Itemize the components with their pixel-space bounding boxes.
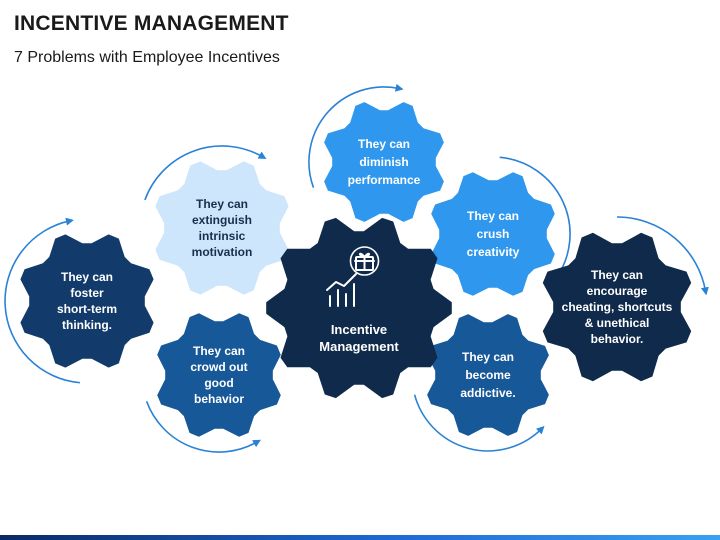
problem-gear-intrinsic-shape <box>155 161 289 295</box>
problem-gear-intrinsic-label-line: extinguish <box>192 213 252 227</box>
arrow-arc-diminish <box>308 83 404 188</box>
problem-gear-cheating-shape <box>542 232 692 382</box>
problem-gear-crowd-out-label-line: They can <box>193 344 245 358</box>
problem-gear-short-term-shape <box>20 234 154 368</box>
problem-gear-addictive-label-line: They can <box>462 350 514 364</box>
problem-gear-crowd-out-label-line: good <box>204 376 233 390</box>
arrow-arc-creativity <box>499 156 571 282</box>
center-gear-shape <box>266 217 452 399</box>
problem-gear-creativity-label-line: creativity <box>467 245 520 259</box>
problem-gear-diminish-label-line: performance <box>348 173 421 187</box>
arrow-arc-cheating <box>616 216 709 296</box>
problem-gear-creativity-label-line: crush <box>477 227 510 241</box>
problem-gear-cheating-label-line: They can <box>591 268 643 282</box>
problem-gear-creativity-shape <box>431 172 555 296</box>
problem-gear-creativity: They can crush creativity <box>431 172 555 296</box>
problem-gear-cheating-label-line: behavior. <box>591 332 644 346</box>
problem-gear-crowd-out: They can crowd out good behavior <box>157 313 281 437</box>
problem-gear-crowd-out-label-line: crowd out <box>190 360 247 374</box>
arrow-arc-crowd-out <box>145 401 261 453</box>
problem-gear-cheating-label-line: encourage <box>587 284 648 298</box>
footer-accent-bar <box>0 535 720 540</box>
center-gear-label-line: Management <box>319 339 399 354</box>
gift-growth-chart-icon <box>326 246 380 307</box>
problem-gear-addictive: They can become addictive. <box>427 314 549 436</box>
problem-gear-addictive-label-line: addictive. <box>460 386 515 400</box>
arrow-arc-intrinsic <box>144 145 267 201</box>
problem-gear-cheating-label-line: & unethical <box>585 316 650 330</box>
arrow-arc-short-term <box>4 217 80 384</box>
problem-gear-crowd-out-label-line: behavior <box>194 392 244 406</box>
problem-gear-diminish-label-line: diminish <box>359 155 408 169</box>
problem-gear-creativity-label-line: They can <box>467 209 519 223</box>
problem-gear-diminish: They can diminish performance <box>324 102 444 222</box>
problem-gear-diminish-label-line: They can <box>358 137 410 151</box>
problem-gear-short-term: They can foster short-term thinking. <box>20 234 154 368</box>
problem-gear-cheating: They can encourage cheating, shortcuts & un… <box>542 232 692 382</box>
problem-gear-short-term-label-line: thinking. <box>62 318 112 332</box>
problem-gear-addictive-label-line: become <box>465 368 511 382</box>
problem-gear-addictive-shape <box>427 314 549 436</box>
problem-gear-intrinsic-label-line: intrinsic <box>199 229 246 243</box>
problem-gear-short-term-label-line: foster <box>70 286 104 300</box>
problem-gear-crowd-out-shape <box>157 313 281 437</box>
problem-gear-diminish-shape <box>324 102 444 222</box>
problem-gear-intrinsic-label-line: motivation <box>192 245 253 259</box>
arrow-arc-addictive <box>413 394 545 452</box>
page-subtitle: 7 Problems with Employee Incentives <box>14 49 280 66</box>
page-title: INCENTIVE MANAGEMENT <box>14 12 289 35</box>
problem-gear-intrinsic: They can extinguish intrinsic motivation <box>155 161 289 295</box>
problem-gear-short-term-label-line: They can <box>61 270 113 284</box>
problem-gear-cheating-label-line: cheating, shortcuts <box>562 300 673 314</box>
problem-gear-intrinsic-label-line: They can <box>196 197 248 211</box>
center-gear-label-line: Incentive <box>331 322 387 337</box>
problem-gear-short-term-label-line: short-term <box>57 302 117 316</box>
